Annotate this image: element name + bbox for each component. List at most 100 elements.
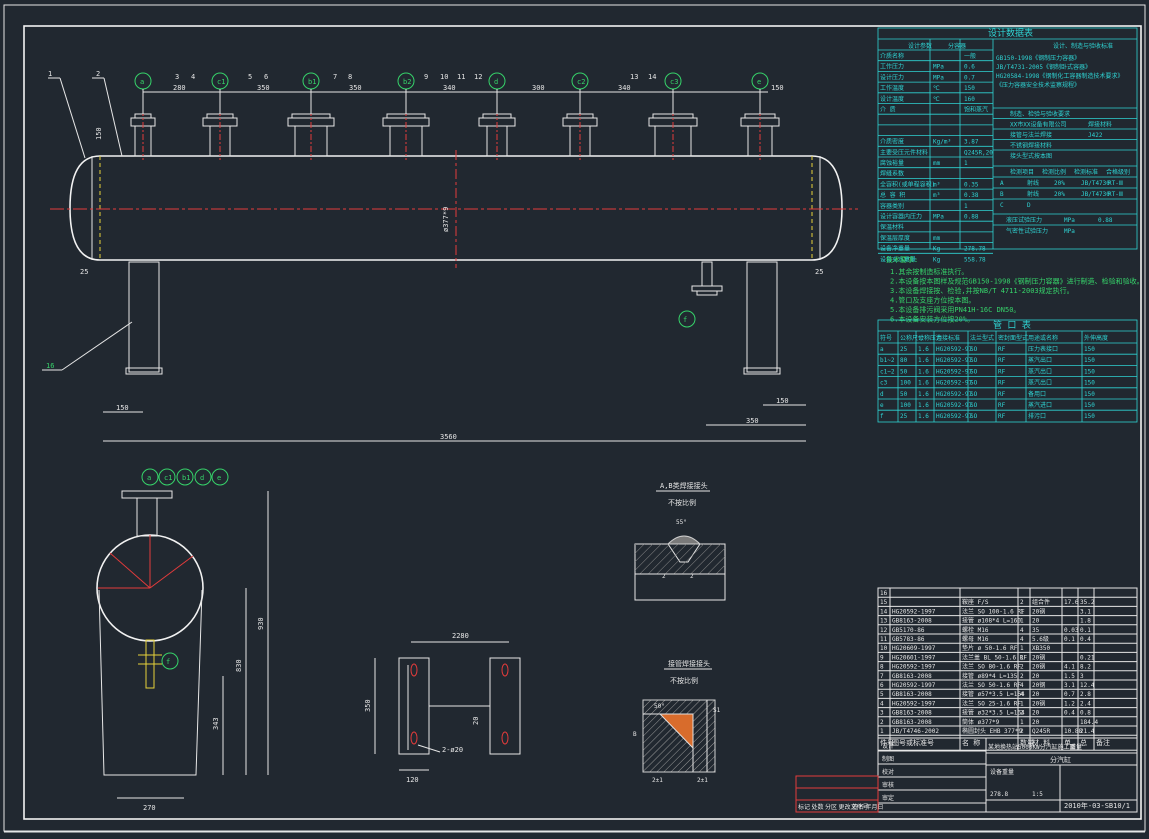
bom-cell: 35	[1032, 627, 1040, 634]
detail-a-subtitle: 不按比例	[668, 498, 696, 507]
bom-cell: HG20592-1997	[892, 608, 936, 615]
bom-footer-cell: 备注	[1096, 738, 1110, 747]
tech-req-line: 5.本设备排污阀采用PN41H-16C DN50。	[890, 305, 1020, 314]
design-table-title: 设计数据表	[988, 27, 1033, 39]
nozzle-cell: RF	[998, 380, 1006, 387]
plate-base-dim: 120	[406, 776, 419, 784]
part-callout-8: 7	[333, 73, 337, 81]
design-value: 558.78	[964, 256, 986, 263]
bom-cell: Q245R	[1032, 728, 1050, 735]
ndt-header: 检测标准	[1074, 168, 1098, 176]
design-param: 设计压力	[880, 73, 904, 81]
leader-2	[103, 77, 123, 157]
design-param: 主要受压元件材料	[880, 148, 928, 156]
nozzle-header-cell: 外伸高度	[1084, 334, 1108, 342]
part-callout-15: 14	[648, 73, 656, 81]
inner-drawing-frame	[23, 25, 1142, 820]
top-dim-5: 340	[618, 84, 631, 92]
nozzle-cell: 50	[900, 368, 908, 375]
design-right-label: 不锈钢焊接材料	[1010, 142, 1052, 150]
design-unit: ℃	[933, 85, 940, 92]
revision-header: 分区	[825, 803, 837, 811]
bom-cell: 1	[1020, 608, 1024, 615]
bom-cell: 4	[1020, 682, 1024, 689]
ndt-cell: B	[1000, 191, 1004, 198]
ndt-header: 合格级别	[1106, 168, 1130, 176]
bom-cell: 20钢	[1032, 681, 1045, 689]
ndt-cell: RT-Ⅲ	[1108, 191, 1123, 198]
bom-cell: HG20601-1997	[892, 654, 936, 661]
bom-cell: 8.2	[1080, 664, 1091, 671]
leader-16	[61, 321, 133, 371]
nozzle-cell: RF	[998, 368, 1006, 375]
bom-cell: 20钢	[1032, 663, 1045, 671]
detail-a-root: 2	[690, 573, 694, 580]
test-label: 液压试验压力	[1006, 216, 1042, 224]
part-callout-5: 4	[191, 73, 195, 81]
bom-cell: 接管 ø89*4 L=135	[962, 672, 1018, 680]
design-param: 全容积(或单程容积)	[880, 180, 935, 188]
design-right-label: XX市XX设备有限公司	[1010, 121, 1066, 129]
design-unit: mm	[933, 235, 941, 242]
nozzle-header-cell: 密封面型式	[998, 334, 1028, 342]
design-right-value: 焊接材料	[1088, 121, 1112, 129]
left-support-base	[125, 367, 163, 375]
bom-cell: 2	[1020, 599, 1024, 606]
detail-b-b: B	[633, 731, 637, 738]
bom-cell: 法兰 SO 100-1.6 RF	[962, 607, 1025, 615]
bom-cell: 法兰 SO 50-1.6 RF	[962, 681, 1021, 689]
left-offset-dim: 25	[80, 268, 88, 276]
bom-cell: HG20592-1997	[892, 682, 936, 689]
design-col3: 设计、制造与验收标准	[1053, 42, 1113, 50]
design-right-label: 接管与法兰焊接	[1010, 131, 1052, 139]
nozzle-height-dim: 150	[95, 127, 103, 140]
nozzle-cell: 25	[900, 346, 908, 353]
detail-a-weld	[666, 535, 702, 545]
design-param: 保温材料	[880, 223, 904, 231]
bom-cell: 鞍座 F/S	[962, 598, 989, 606]
bom-cell: 11	[880, 636, 888, 643]
bom-cell: 0.21	[1080, 654, 1095, 661]
bom-cell: 4	[880, 700, 884, 707]
nozzle-header-cell: 用途或名称	[1028, 334, 1058, 342]
nozzle-table-title: 管 口 表	[993, 319, 1031, 331]
design-param: 设备充水重量	[880, 255, 916, 263]
detail-a-gap: 2	[662, 573, 666, 580]
part-callout-16: 16	[46, 362, 54, 370]
bom-cell: 3	[1080, 673, 1084, 680]
design-value: 3.87	[964, 139, 979, 146]
nozzle-cell: RF	[998, 413, 1006, 420]
side-bubble-c1	[158, 468, 176, 486]
bom-cell: 螺栓 M16	[962, 626, 989, 634]
side-radius-1	[109, 552, 151, 589]
bom-footer-cell: 材 料	[1032, 738, 1050, 747]
bom-cell: 4	[1020, 691, 1024, 698]
title-drawing-no: 2010年-03-SB10/1	[1064, 801, 1130, 810]
design-unit: MPa	[933, 214, 944, 221]
revision-header: 标记	[798, 803, 810, 811]
bom-cell: 接管 ø57*3.5 L=164	[962, 690, 1025, 698]
ndt-cell: JB/T4730	[1081, 191, 1110, 198]
design-std-line: 《压力容器安全技术监察规程》	[996, 81, 1080, 89]
revision-block	[795, 775, 879, 813]
bom-cell: 20钢	[1032, 699, 1045, 707]
part-callout-14: 13	[630, 73, 638, 81]
side-bubble-a	[141, 468, 159, 486]
nozzle-header-cell: 公称尺寸	[900, 334, 924, 342]
bom-cell: 1	[880, 728, 884, 735]
design-std-line: JB/T4731-2005《钢制卧式容器》	[996, 63, 1091, 71]
top-dim-2: 350	[349, 84, 362, 92]
title-role: 设计	[882, 742, 894, 750]
bom-cell: 20	[1032, 691, 1040, 698]
design-value: 0.88	[964, 214, 979, 221]
test-unit: MPa	[1064, 217, 1075, 224]
title-weight-label: 设备重量	[990, 768, 1014, 776]
bom-cell: 14	[880, 608, 888, 615]
outer-sheet-border	[3, 4, 1146, 832]
nozzle-header-cell: 法兰型式	[970, 334, 994, 342]
nozzle-cell: d	[880, 391, 884, 398]
design-param: 设备净重量	[880, 245, 910, 253]
bom-cell: 8	[880, 664, 884, 671]
